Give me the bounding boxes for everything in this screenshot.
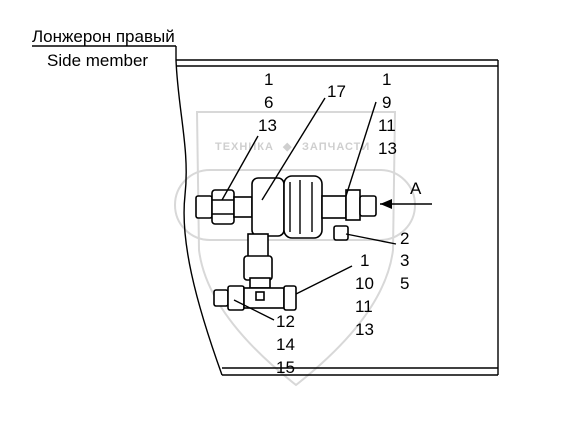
callout-right-low-group: 1 10 11 13 bbox=[295, 251, 374, 339]
watermark-left-text: ТЕХНИКА bbox=[215, 141, 274, 153]
leader-line bbox=[261, 97, 326, 201]
callout-label: 12 bbox=[276, 312, 295, 331]
callout-label: 3 bbox=[400, 251, 409, 270]
callout-label: 10 bbox=[355, 274, 374, 293]
watermark-shield: ТЕХНИКА ЗАПЧАСТИ ◆ bbox=[174, 111, 416, 387]
view-arrow-a: A bbox=[380, 179, 432, 209]
caption-en: Side member bbox=[47, 51, 148, 70]
callout-label: 13 bbox=[378, 139, 397, 158]
callout-label: 2 bbox=[400, 229, 409, 248]
lower-tee-assembly bbox=[213, 255, 297, 311]
callout-label: 1 bbox=[264, 70, 273, 89]
callout-label: 15 bbox=[276, 358, 295, 377]
callout-label: 11 bbox=[378, 116, 396, 135]
callout-label: 6 bbox=[264, 93, 273, 112]
callout-label: 13 bbox=[355, 320, 374, 339]
callout-label: 14 bbox=[276, 335, 295, 354]
leader-line bbox=[345, 233, 397, 245]
side-member-frame bbox=[175, 59, 499, 376]
callout-bottom-group: 12 14 15 bbox=[233, 299, 295, 377]
leader-line bbox=[233, 299, 275, 321]
callout-right-mid-group: 2 3 5 bbox=[345, 229, 409, 293]
callout-label: 5 bbox=[400, 274, 409, 293]
view-marker-label: A bbox=[410, 179, 422, 198]
callout-label: 17 bbox=[327, 82, 346, 101]
upper-fitting-assembly bbox=[195, 175, 377, 259]
caption-ru: Лонжерон правый bbox=[32, 27, 175, 46]
callout-right-top-group: 1 9 11 13 bbox=[345, 70, 397, 197]
watermark-mid-glyph: ◆ bbox=[282, 141, 292, 153]
callout-label: 11 bbox=[355, 297, 373, 316]
callout-label: 9 bbox=[382, 93, 391, 112]
leader-line bbox=[221, 135, 259, 201]
callout-label: 1 bbox=[382, 70, 391, 89]
leader-line bbox=[295, 265, 353, 295]
watermark-right-text: ЗАПЧАСТИ bbox=[302, 141, 370, 153]
callout-center-group: 17 bbox=[261, 82, 346, 201]
callout-label: 13 bbox=[258, 116, 277, 135]
callout-label: 1 bbox=[360, 251, 369, 270]
callout-left-group: 1 6 13 bbox=[221, 70, 277, 201]
leader-line bbox=[345, 101, 377, 197]
